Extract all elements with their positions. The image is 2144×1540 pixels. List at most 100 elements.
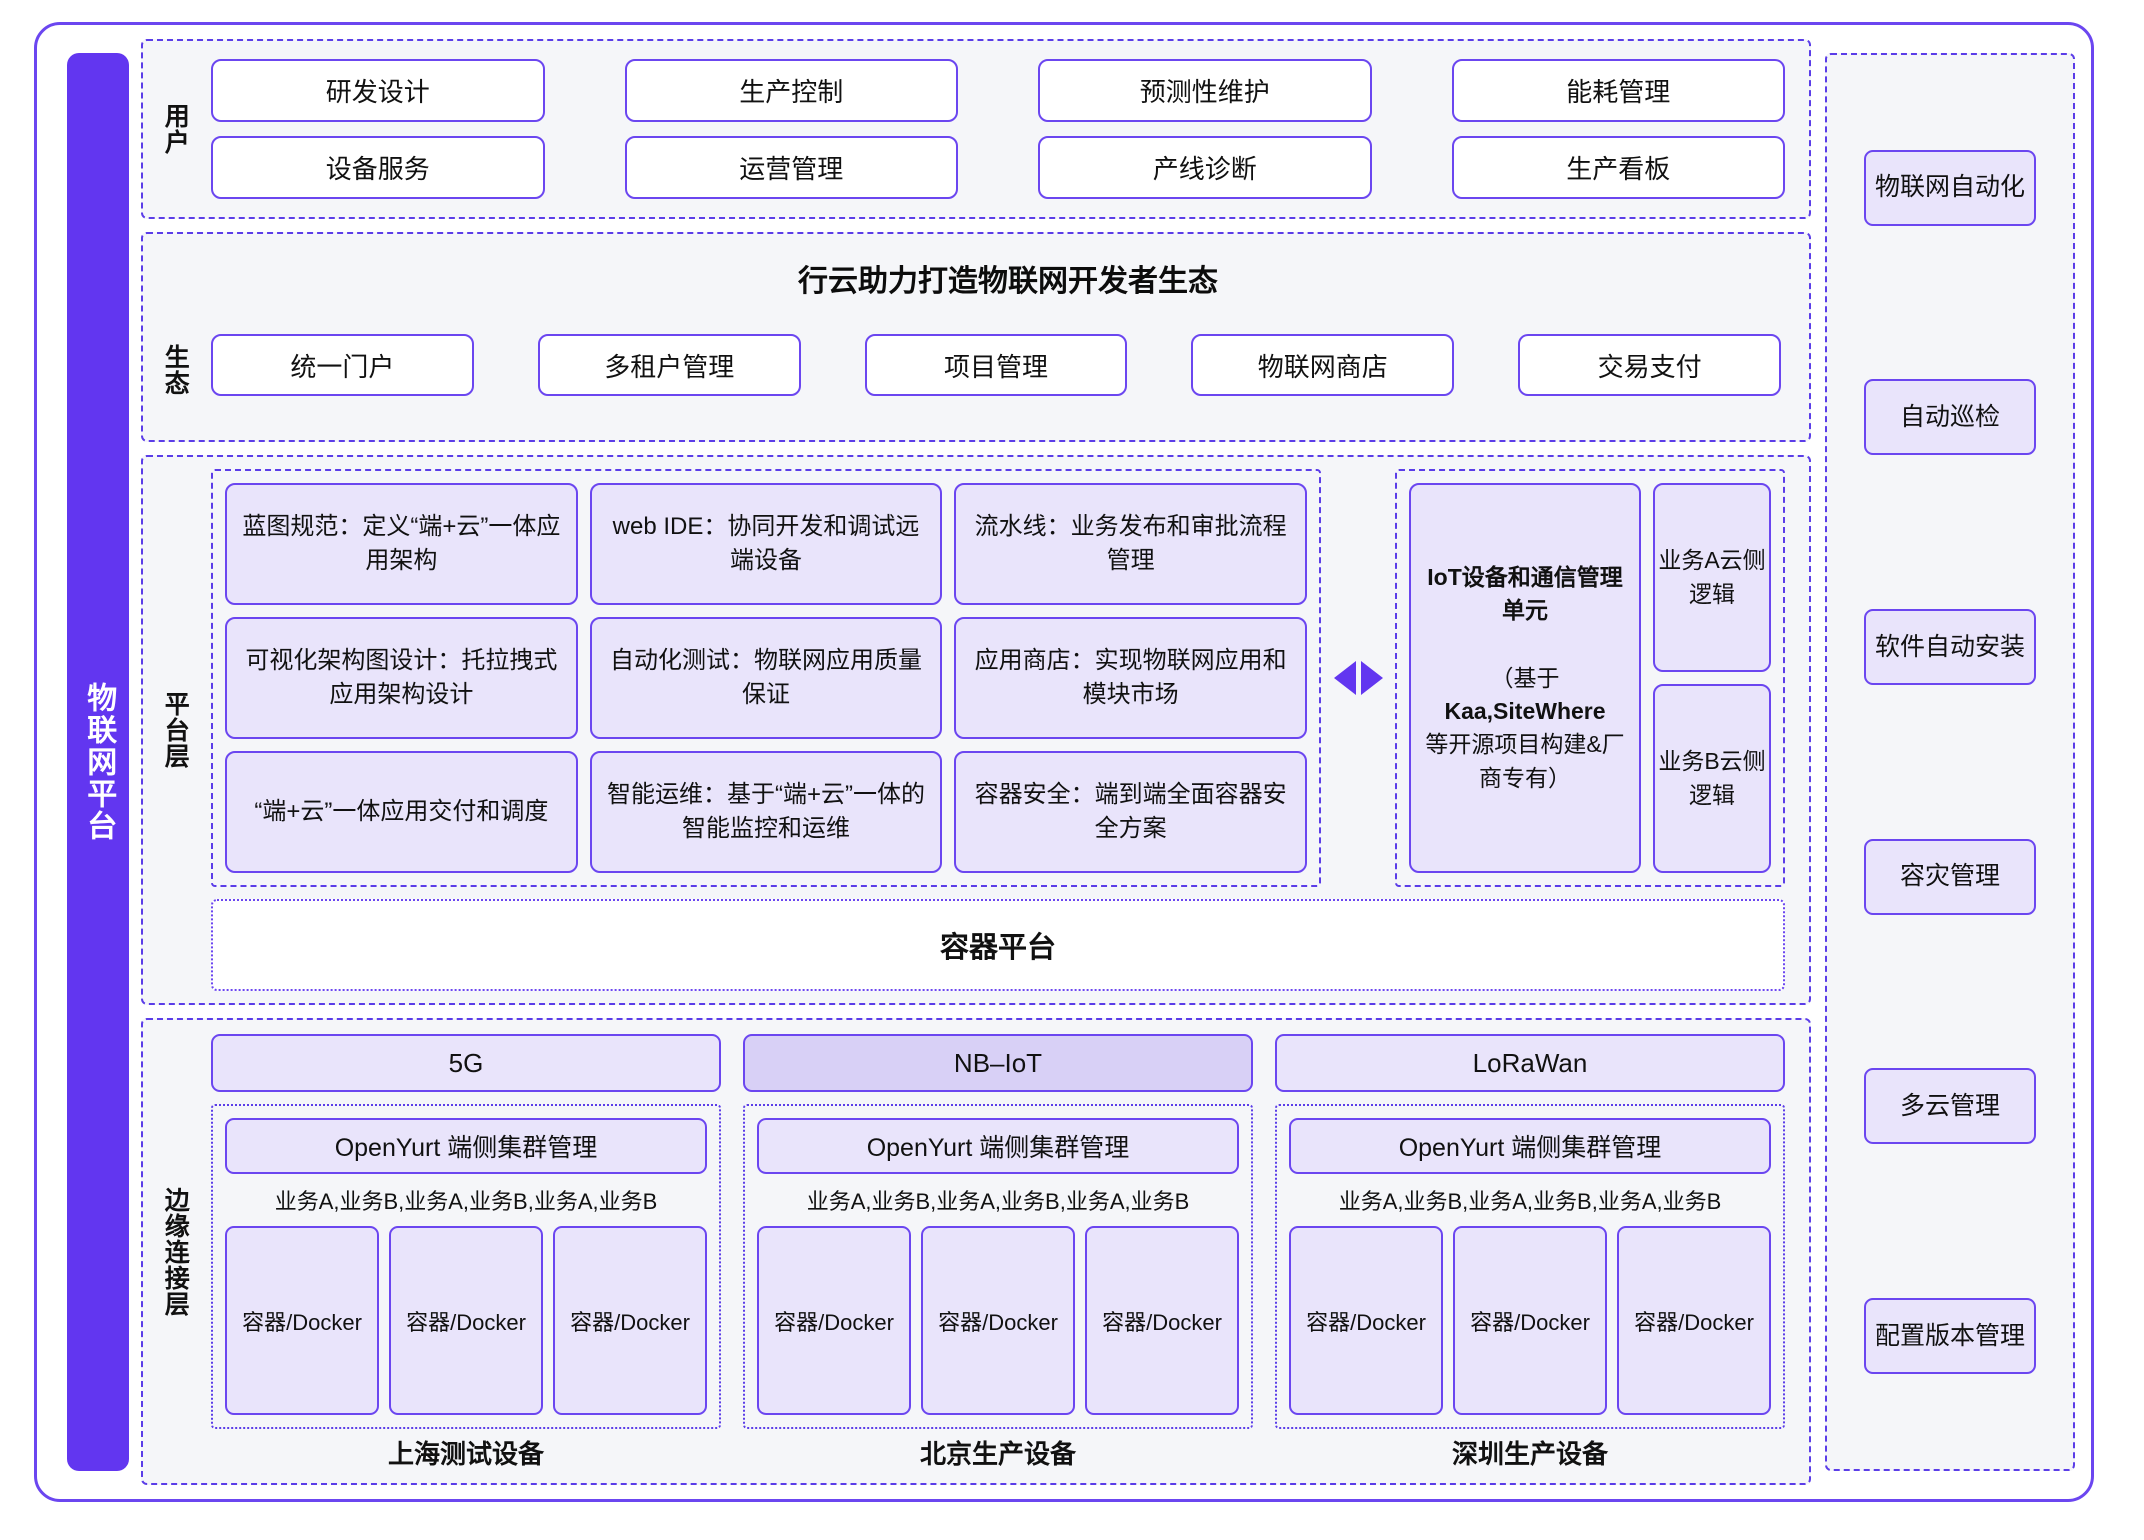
iot-device-communication-unit[interactable]: IoT设备和通信管理单元 （基于 Kaa,SiteWhere 等开源项目构建&厂… (1409, 483, 1641, 873)
rail-item-multi-cloud[interactable]: 多云管理 (1864, 1068, 2036, 1145)
architecture-diagram-frame: 物联网平台 用户 研发设计 生产控制 预测性维护 能耗管理 设备服务 运营管理 … (34, 22, 2094, 1502)
edge-layer-label-wrap: 边缘连接层 (143, 1020, 207, 1483)
iot-unit-title: IoT设备和通信管理单元 (1427, 563, 1623, 624)
platform-card-visual-architecture[interactable]: 可视化架构图设计：托拉拽式应用架构设计 (225, 617, 578, 739)
iot-unit-note-rest: 等开源项目构建&厂商专有） (1425, 731, 1625, 791)
platform-card-delivery-scheduling[interactable]: “端+云”一体应用交付和调度 (225, 751, 578, 873)
container-docker[interactable]: 容器/Docker (1453, 1226, 1607, 1415)
eco-item-iot-store[interactable]: 物联网商店 (1191, 334, 1455, 396)
ecosystem-layer-section: 生态 行云助力打造物联网开发者生态 统一门户 多租户管理 项目管理 物联网商店 … (141, 232, 1811, 442)
user-item-line-diagnostics[interactable]: 产线诊断 (1038, 136, 1372, 199)
container-docker[interactable]: 容器/Docker (921, 1226, 1075, 1415)
ecosystem-item-row: 统一门户 多租户管理 项目管理 物联网商店 交易支付 (207, 306, 1809, 440)
ecosystem-layer-label-wrap: 生态 (143, 234, 207, 440)
rail-item-software-auto-install[interactable]: 软件自动安装 (1864, 609, 2036, 686)
network-lorawan[interactable]: LoRaWan (1275, 1034, 1785, 1092)
edge-layer-label: 边缘连接层 (161, 1186, 190, 1317)
eco-item-transaction-payment[interactable]: 交易支付 (1518, 334, 1781, 396)
iot-unit-note-projects: Kaa,SiteWhere (1444, 698, 1606, 724)
platform-card-container-security[interactable]: 容器安全：端到端全面容器安全方案 (954, 751, 1307, 873)
container-docker[interactable]: 容器/Docker (757, 1226, 911, 1415)
container-docker[interactable]: 容器/Docker (225, 1226, 379, 1415)
rail-item-config-version[interactable]: 配置版本管理 (1864, 1298, 2036, 1375)
device-site-beijing-box: OpenYurt 端侧集群管理 业务A,业务B,业务A,业务B,业务A,业务B … (743, 1104, 1253, 1429)
platform-capability-group: 蓝图规范：定义“端+云”一体应用架构 web IDE：协同开发和调试远端设备 流… (211, 469, 1321, 887)
container-row-beijing: 容器/Docker 容器/Docker 容器/Docker (757, 1226, 1239, 1415)
ecosystem-title: 行云助力打造物联网开发者生态 (798, 265, 1218, 298)
device-site-shenzhen: OpenYurt 端侧集群管理 业务A,业务B,业务A,业务B,业务A,业务B … (1275, 1104, 1785, 1475)
user-layer-label-wrap: 用户 (143, 49, 207, 209)
platform-top-row: 蓝图规范：定义“端+云”一体应用架构 web IDE：协同开发和调试远端设备 流… (211, 469, 1785, 887)
platform-layer-label: 平台层 (161, 691, 190, 769)
openyurt-cluster-shanghai[interactable]: OpenYurt 端侧集群管理 (225, 1118, 707, 1174)
platform-spine-bar: 物联网平台 (67, 53, 129, 1471)
ecosystem-layer-body: 行云助力打造物联网开发者生态 统一门户 多租户管理 项目管理 物联网商店 交易支… (207, 234, 1809, 440)
user-layer-label: 用户 (161, 103, 190, 155)
container-docker[interactable]: 容器/Docker (553, 1226, 707, 1415)
rail-item-disaster-recovery[interactable]: 容灾管理 (1864, 838, 2036, 915)
iot-unit-note-open: （基于 (1490, 664, 1560, 691)
platform-layer-section: 平台层 蓝图规范：定义“端+云”一体应用架构 web IDE：协同开发和调试远端… (141, 455, 1811, 1005)
edge-layer-body: 5G NB–IoT LoRaWan OpenYurt 端侧集群管理 业务A,业务… (207, 1020, 1809, 1483)
eco-item-unified-portal[interactable]: 统一门户 (211, 334, 474, 396)
platform-card-app-store[interactable]: 应用商店：实现物联网应用和模块市场 (954, 617, 1307, 739)
business-a-cloud-logic[interactable]: 业务A云侧逻辑 (1653, 483, 1771, 672)
platform-layer-body: 蓝图规范：定义“端+云”一体应用架构 web IDE：协同开发和调试远端设备 流… (207, 457, 1809, 1003)
device-site-caption-shanghai: 上海测试设备 (387, 1438, 544, 1469)
user-item-predictive-maintenance[interactable]: 预测性维护 (1038, 59, 1372, 122)
network-5g[interactable]: 5G (211, 1034, 721, 1092)
bidirectional-arrow (1321, 469, 1395, 887)
platform-card-blueprint[interactable]: 蓝图规范：定义“端+云”一体应用架构 (225, 483, 578, 605)
user-layer-grid: 研发设计 生产控制 预测性维护 能耗管理 设备服务 运营管理 产线诊断 生产看板 (207, 49, 1809, 209)
container-platform-bar[interactable]: 容器平台 (211, 899, 1785, 991)
device-site-shanghai-box: OpenYurt 端侧集群管理 业务A,业务B,业务A,业务B,业务A,业务B … (211, 1104, 721, 1429)
eco-item-project-management[interactable]: 项目管理 (864, 334, 1128, 396)
platform-spine-label: 物联网平台 (82, 682, 116, 842)
service-list-shanghai: 业务A,业务B,业务A,业务B,业务A,业务B (274, 1189, 658, 1214)
ecosystem-layer-label: 生态 (161, 344, 190, 396)
network-technology-row: 5G NB–IoT LoRaWan (211, 1034, 1785, 1092)
eco-item-multi-tenant[interactable]: 多租户管理 (537, 334, 801, 396)
user-item-energy-management[interactable]: 能耗管理 (1451, 59, 1785, 122)
container-docker[interactable]: 容器/Docker (1617, 1226, 1771, 1415)
user-item-production-control[interactable]: 生产控制 (624, 59, 958, 122)
iot-unit-note: （基于 Kaa,SiteWhere 等开源项目构建&厂商专有） (1421, 662, 1629, 795)
user-layer-body: 研发设计 生产控制 预测性维护 能耗管理 设备服务 运营管理 产线诊断 生产看板 (207, 49, 1809, 209)
container-docker[interactable]: 容器/Docker (389, 1226, 543, 1415)
device-site-shenzhen-box: OpenYurt 端侧集群管理 业务A,业务B,业务A,业务B,业务A,业务B … (1275, 1104, 1785, 1429)
device-site-shanghai: OpenYurt 端侧集群管理 业务A,业务B,业务A,业务B,业务A,业务B … (211, 1104, 721, 1475)
arrow-right-icon (1360, 661, 1383, 695)
capability-rail: 物联网自动化 自动巡检 软件自动安装 容灾管理 多云管理 配置版本管理 (1825, 53, 2075, 1471)
rail-item-iot-automation[interactable]: 物联网自动化 (1864, 149, 2036, 226)
platform-card-automated-testing[interactable]: 自动化测试：物联网应用质量保证 (589, 617, 943, 739)
container-docker[interactable]: 容器/Docker (1289, 1226, 1443, 1415)
container-docker[interactable]: 容器/Docker (1085, 1226, 1239, 1415)
device-site-caption-beijing: 北京生产设备 (919, 1438, 1076, 1469)
service-list-beijing: 业务A,业务B,业务A,业务B,业务A,业务B (806, 1189, 1190, 1214)
edge-layer-section: 边缘连接层 5G NB–IoT LoRaWan OpenYurt 端侧集群管理 … (141, 1018, 1811, 1485)
device-site-caption-shenzhen: 深圳生产设备 (1451, 1438, 1608, 1469)
network-nb-iot[interactable]: NB–IoT (743, 1034, 1253, 1092)
container-row-shenzhen: 容器/Docker 容器/Docker 容器/Docker (1289, 1226, 1771, 1415)
service-list-shenzhen: 业务A,业务B,业务A,业务B,业务A,业务B (1338, 1189, 1722, 1214)
iot-management-group: IoT设备和通信管理单元 （基于 Kaa,SiteWhere 等开源项目构建&厂… (1395, 469, 1785, 887)
platform-card-intelligent-ops[interactable]: 智能运维：基于“端+云”一体的智能监控和运维 (589, 751, 943, 873)
user-item-device-service[interactable]: 设备服务 (211, 136, 545, 199)
business-b-cloud-logic[interactable]: 业务B云侧逻辑 (1653, 684, 1771, 873)
platform-layer-label-wrap: 平台层 (143, 457, 207, 1003)
platform-card-web-ide[interactable]: web IDE：协同开发和调试远端设备 (589, 483, 943, 605)
openyurt-cluster-shenzhen[interactable]: OpenYurt 端侧集群管理 (1289, 1118, 1771, 1174)
device-site-beijing: OpenYurt 端侧集群管理 业务A,业务B,业务A,业务B,业务A,业务B … (743, 1104, 1253, 1475)
main-column: 用户 研发设计 生产控制 预测性维护 能耗管理 设备服务 运营管理 产线诊断 生… (141, 39, 1811, 1485)
platform-card-pipeline[interactable]: 流水线：业务发布和审批流程管理 (954, 483, 1307, 605)
arrow-left-icon (1333, 661, 1356, 695)
user-item-operations-management[interactable]: 运营管理 (624, 136, 958, 199)
user-layer-section: 用户 研发设计 生产控制 预测性维护 能耗管理 设备服务 运营管理 产线诊断 生… (141, 39, 1811, 219)
rail-item-auto-inspection[interactable]: 自动巡检 (1864, 379, 2036, 456)
device-site-row: OpenYurt 端侧集群管理 业务A,业务B,业务A,业务B,业务A,业务B … (211, 1104, 1785, 1475)
container-row-shanghai: 容器/Docker 容器/Docker 容器/Docker (225, 1226, 707, 1415)
user-item-rd-design[interactable]: 研发设计 (211, 59, 545, 122)
openyurt-cluster-beijing[interactable]: OpenYurt 端侧集群管理 (757, 1118, 1239, 1174)
user-item-production-dashboard[interactable]: 生产看板 (1451, 136, 1785, 199)
business-logic-column: 业务A云侧逻辑 业务B云侧逻辑 (1653, 483, 1771, 873)
